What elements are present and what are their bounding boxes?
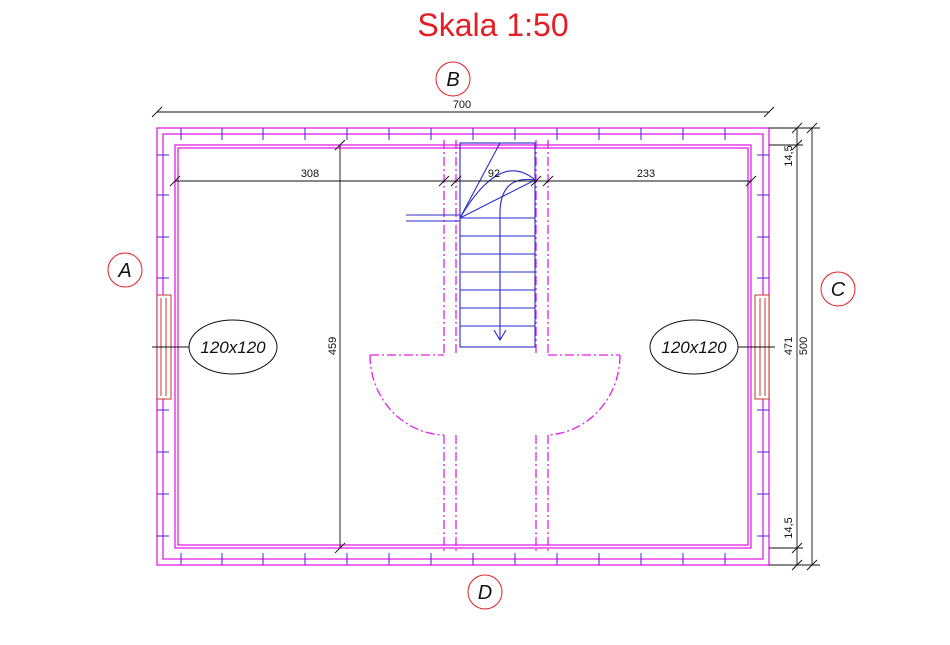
dim-inner-height: 459 bbox=[327, 337, 339, 355]
marker-b-label: B bbox=[446, 69, 459, 91]
left-window-label: 120x120 bbox=[200, 338, 266, 357]
right-window-label: 120x120 bbox=[661, 338, 727, 357]
marker-c-label: C bbox=[831, 279, 846, 301]
marker-b: B bbox=[435, 61, 471, 97]
dim-total-height: 500 bbox=[798, 337, 810, 355]
marker-a: A bbox=[107, 252, 143, 288]
wall-blocks bbox=[157, 128, 769, 565]
marker-d-label: D bbox=[478, 582, 492, 604]
dimension-lines bbox=[151, 106, 820, 571]
marker-a-label: A bbox=[117, 260, 131, 282]
dim-wall-bottom: 14,5 bbox=[783, 517, 795, 538]
marker-d: D bbox=[467, 574, 503, 610]
door-swings bbox=[369, 354, 621, 436]
dim-stair-width: 92 bbox=[488, 168, 500, 180]
marker-c: C bbox=[820, 271, 856, 307]
staircase bbox=[406, 142, 536, 348]
dim-left-room: 308 bbox=[301, 168, 319, 180]
right-window-label-ellipse bbox=[649, 319, 739, 375]
scale-title: Skala 1:50 bbox=[417, 7, 568, 43]
dim-total-width: 700 bbox=[453, 99, 471, 111]
outer-walls bbox=[156, 127, 770, 566]
left-window-label-ellipse bbox=[188, 319, 278, 375]
dim-wall-top: 14,5 bbox=[783, 145, 795, 166]
partition-walls bbox=[370, 140, 620, 553]
dim-inner-height-right: 471 bbox=[783, 337, 795, 355]
dim-right-room: 233 bbox=[637, 168, 655, 180]
